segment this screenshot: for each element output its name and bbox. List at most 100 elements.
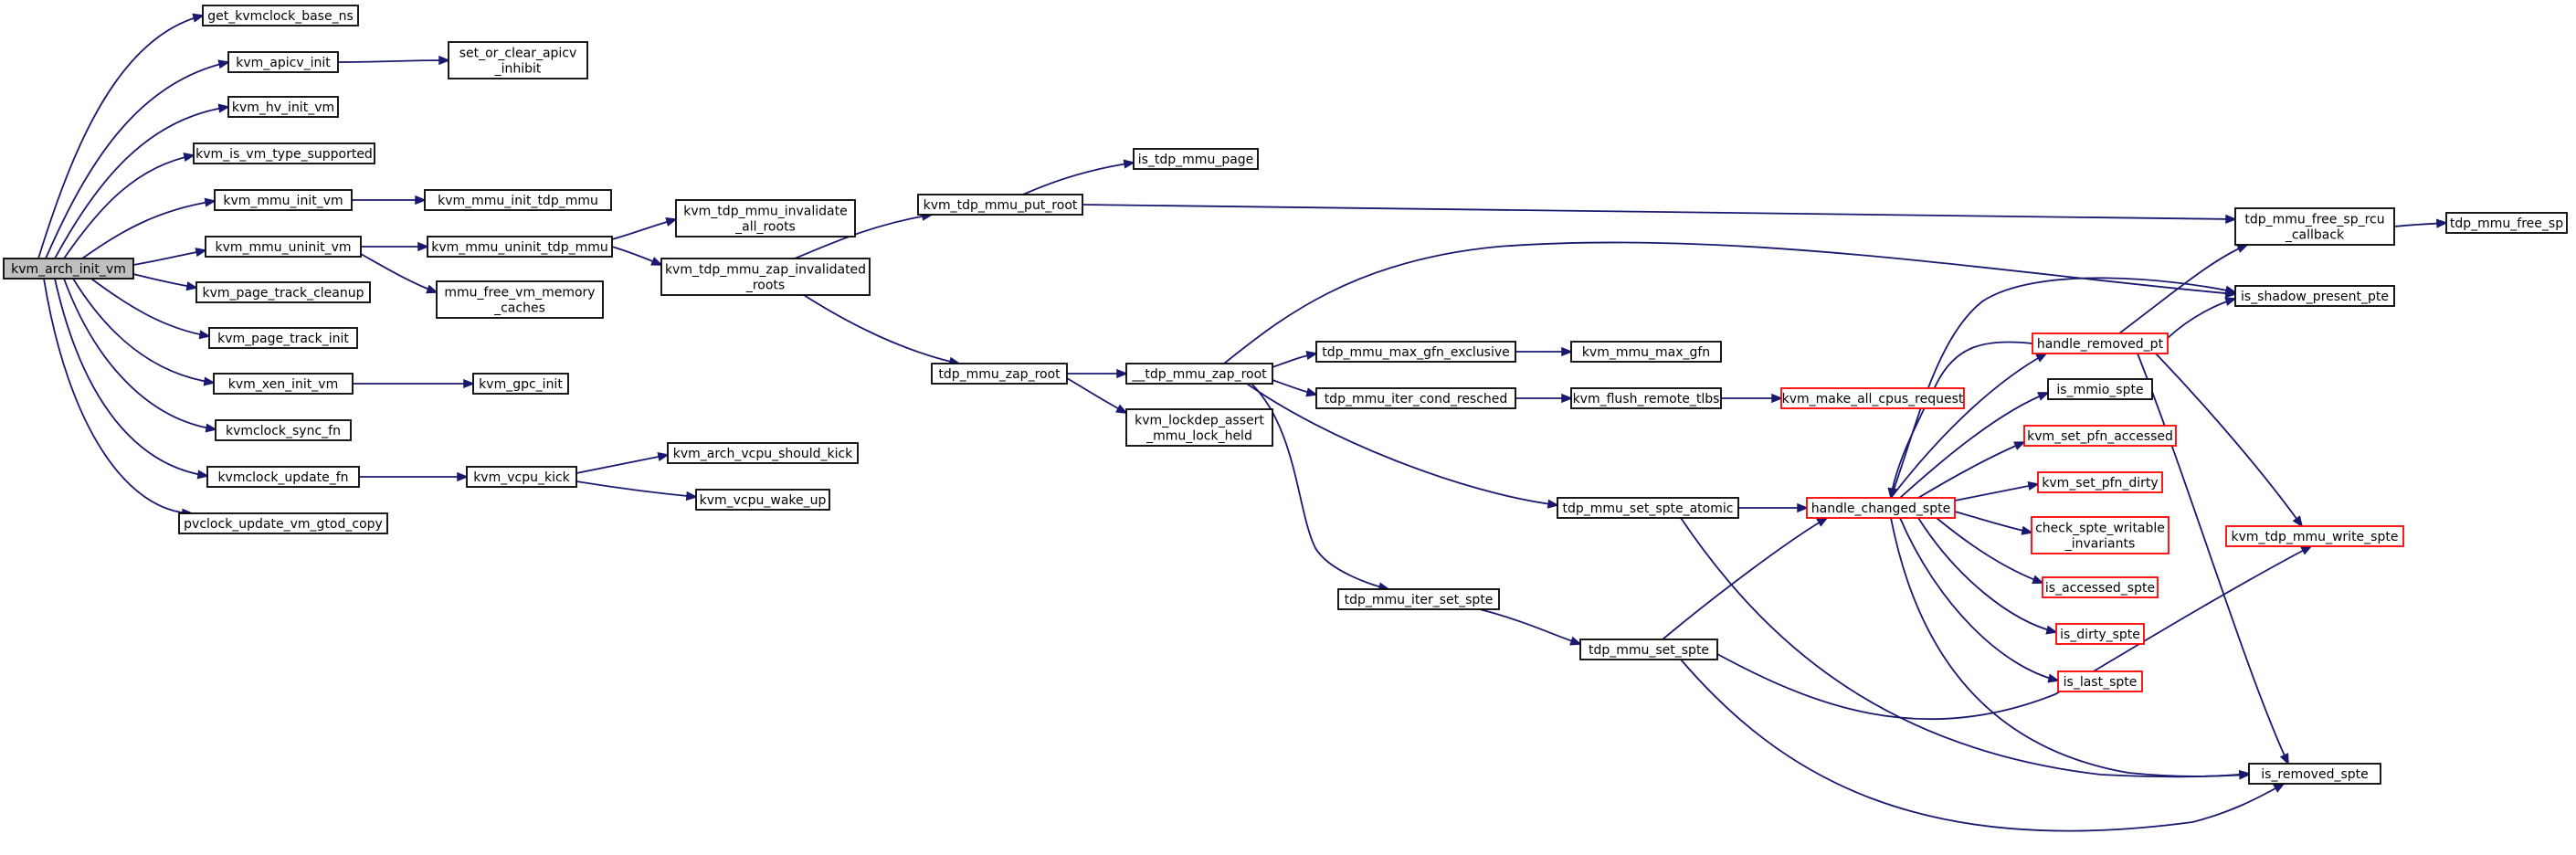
node-kvm-xen-init-vm[interactable]: kvm_xen_init_vm [213, 373, 354, 395]
node-label: set_or_clear_apicv [459, 47, 577, 61]
node-tdp-mmu-free-sp[interactable]: tdp_mmu_free_sp [2445, 212, 2568, 234]
node-label: tdp_mmu_zap_root [938, 367, 1061, 382]
node-tdp-mmu-set-spte[interactable]: tdp_mmu_set_spte [1579, 639, 1718, 660]
node-kvmclock-sync-fn[interactable]: kvmclock_sync_fn [215, 419, 352, 441]
node-kvm-make-all-cpus-request[interactable]: kvm_make_all_cpus_request [1780, 387, 1965, 409]
node-label: is_removed_spte [2261, 767, 2369, 782]
node-kvm-hv-init-vm[interactable]: kvm_hv_init_vm [227, 96, 339, 118]
edge-kvm_vcpu_kick-to-kvm_arch_vcpu_should_kick [575, 452, 670, 474]
node-label: get_kvmclock_base_ns [207, 9, 354, 24]
edge-kvm_tdp_mmu_put_root-to-is_tdp_mmu_page [1022, 159, 1135, 195]
node-kvm-mmu-init-vm[interactable]: kvm_mmu_init_vm [214, 189, 353, 211]
edge-handle_changed_spte-to-is_mmio_spte [1899, 392, 2050, 499]
node-kvm-gpc-init[interactable]: kvm_gpc_init [472, 373, 569, 395]
node-label: kvm_vcpu_kick [473, 470, 570, 485]
node-kvm-mmu-uninit-vm[interactable]: kvm_mmu_uninit_vm [205, 236, 362, 258]
edge-tdp_mmu_iter_set_spte-to-tdp_mmu_set_spte [1479, 608, 1582, 646]
node-get-kvmclock-base-ns[interactable]: get_kvmclock_base_ns [202, 5, 359, 26]
edge-tdp_mmu_set_spte-to-is_removed_spte [1680, 659, 2286, 832]
node-handle-removed-pt[interactable]: handle_removed_pt [2032, 332, 2169, 354]
node-kvm-page-track-init[interactable]: kvm_page_track_init [208, 327, 358, 349]
node-kvm-is-vm-type-supported[interactable]: kvm_is_vm_type_supported [193, 142, 375, 164]
node-label: kvm_xen_init_vm [228, 377, 338, 392]
node-label: kvm_mmu_uninit_vm [216, 240, 352, 255]
node-kvm-mmu-init-tdp-mmu[interactable]: kvm_mmu_init_tdp_mmu [424, 189, 612, 211]
edge-handle_changed_spte-to-is_accessed_spte [1936, 517, 2044, 585]
edge-handle_changed_spte-to-check_spte_writable_invariants [1954, 511, 2033, 535]
node-label: _callback [2285, 228, 2345, 243]
edge-kvm_arch_init_vm-to-kvm_page_track_cleanup [132, 273, 198, 291]
node-kvm-arch-init-vm[interactable]: kvm_arch_init_vm [3, 258, 134, 280]
node-is-tdp-mmu-page[interactable]: is_tdp_mmu_page [1133, 148, 1259, 170]
node-tdp-mmu-zap-root[interactable]: tdp_mmu_zap_root [931, 363, 1068, 385]
node-is-dirty-spte[interactable]: is_dirty_spte [2055, 623, 2145, 645]
node-kvm-tdp-mmu-put-root[interactable]: kvm_tdp_mmu_put_root [917, 194, 1083, 216]
edge-kvm_arch_init_vm-to-kvm_mmu_init_vm [81, 197, 216, 259]
node-tdp-mmu-max-gfn-exclusive[interactable]: tdp_mmu_max_gfn_exclusive [1315, 341, 1516, 363]
node-label: handle_removed_pt [2037, 337, 2164, 352]
node-label: tdp_mmu_max_gfn_exclusive [1322, 345, 1510, 360]
edge-handle_changed_spte-to-is_dirty_spte [1917, 517, 2058, 635]
node-label: kvmclock_update_fn [217, 470, 348, 485]
edge-kvm_arch_init_vm-to-kvm_apicv_init [45, 59, 230, 259]
node-kvm-tdp-mmu-invalidate-all-roots[interactable]: kvm_tdp_mmu_invalidate_all_roots [675, 199, 856, 238]
node-kvm-vcpu-kick[interactable]: kvm_vcpu_kick [466, 466, 577, 488]
edge-__tdp_mmu_zap_root-to-tdp_mmu_set_spte_atomic [1246, 383, 1560, 509]
node-label: kvm_set_pfn_accessed [2027, 429, 2173, 444]
edge-tdp_mmu_free_sp_rcu_callback-to-tdp_mmu_free_sp [2393, 218, 2449, 228]
node-check-spte-writable-invariants[interactable]: check_spte_writable_invariants [2031, 516, 2170, 554]
node-label: is_tdp_mmu_page [1138, 153, 1254, 167]
node-label: _inhibit [494, 62, 542, 77]
node---tdp-mmu-zap-root[interactable]: __tdp_mmu_zap_root [1125, 363, 1273, 385]
node-label: kvm_tdp_mmu_invalidate [683, 205, 847, 219]
node-tdp-mmu-free-sp-rcu-callback[interactable]: tdp_mmu_free_sp_rcu_callback [2234, 207, 2395, 246]
node-mmu-free-vm-memory-caches[interactable]: mmu_free_vm_memory_caches [436, 280, 604, 319]
node-label: kvm_mmu_uninit_tdp_mmu [431, 240, 607, 255]
edge-kvm_vcpu_kick-to-kvm_vcpu_wake_up [575, 480, 699, 501]
node-kvm-lockdep-assert-mmu-lock-held[interactable]: kvm_lockdep_assert_mmu_lock_held [1125, 408, 1273, 447]
node-is-mmio-spte[interactable]: is_mmio_spte [2047, 378, 2153, 400]
node-set-or-clear-apicv-inhibit[interactable]: set_or_clear_apicv_inhibit [448, 41, 588, 79]
node-kvm-page-track-cleanup[interactable]: kvm_page_track_cleanup [195, 281, 371, 303]
edge-handle_changed_spte-to-kvm_set_pfn_accessed [1917, 441, 2026, 499]
node-label: kvm_arch_init_vm [11, 262, 126, 277]
node-pvclock-update-vm-gtod-copy[interactable]: pvclock_update_vm_gtod_copy [178, 512, 388, 534]
edge-kvm_mmu_uninit_tdp_mmu-to-kvm_tdp_mmu_zap_invalidated_roots [611, 246, 663, 266]
node-kvm-set-pfn-dirty[interactable]: kvm_set_pfn_dirty [2037, 471, 2163, 493]
node-is-removed-spte[interactable]: is_removed_spte [2248, 763, 2381, 785]
node-tdp-mmu-set-spte-atomic[interactable]: tdp_mmu_set_spte_atomic [1557, 497, 1739, 519]
node-is-shadow-present-pte[interactable]: is_shadow_present_pte [2234, 285, 2395, 307]
node-label: kvm_page_track_init [217, 332, 349, 346]
edge-tdp_mmu_zap_root-to-kvm_lockdep_assert_mmu_lock_held [1066, 377, 1128, 414]
node-tdp-mmu-iter-set-spte[interactable]: tdp_mmu_iter_set_spte [1337, 588, 1500, 610]
node-kvmclock-update-fn[interactable]: kvmclock_update_fn [206, 466, 360, 488]
edge-kvm_arch_init_vm-to-kvmclock_sync_fn [63, 278, 217, 433]
edge-__tdp_mmu_zap_root-to-tdp_mmu_iter_cond_resched [1272, 379, 1318, 397]
node-kvm-set-pfn-accessed[interactable]: kvm_set_pfn_accessed [2023, 425, 2177, 447]
node-kvm-apicv-init[interactable]: kvm_apicv_init [227, 51, 339, 73]
node-kvm-arch-vcpu-should-kick[interactable]: kvm_arch_vcpu_should_kick [667, 442, 859, 464]
edge-kvm_tdp_mmu_put_root-to-tdp_mmu_free_sp_rcu_callback [1082, 204, 2238, 224]
node-label: tdp_mmu_free_sp [2450, 216, 2563, 231]
edge-tdp_mmu_set_spte-to-kvm_tdp_mmu_write_spte [1716, 545, 2313, 721]
node-kvm-tdp-mmu-zap-invalidated-roots[interactable]: kvm_tdp_mmu_zap_invalidated_roots [660, 258, 871, 296]
node-handle-changed-spte[interactable]: handle_changed_spte [1806, 497, 1956, 519]
edge-kvm_tdp_mmu_zap_invalidated_roots-to-tdp_mmu_zap_root [803, 294, 961, 366]
node-label: kvm_arch_vcpu_should_kick [673, 447, 853, 461]
node-kvm-tdp-mmu-write-spte[interactable]: kvm_tdp_mmu_write_spte [2225, 525, 2404, 547]
node-kvm-mmu-uninit-tdp-mmu[interactable]: kvm_mmu_uninit_tdp_mmu [427, 236, 613, 258]
node-label: _caches [493, 301, 545, 316]
node-label: pvclock_update_vm_gtod_copy [184, 517, 383, 532]
edge-tdp_mmu_max_gfn_exclusive-to-kvm_mmu_max_gfn [1515, 346, 1574, 357]
node-kvm-flush-remote-tlbs[interactable]: kvm_flush_remote_tlbs [1570, 387, 1722, 409]
node-tdp-mmu-iter-cond-resched[interactable]: tdp_mmu_iter_cond_resched [1315, 387, 1516, 409]
node-kvm-vcpu-wake-up[interactable]: kvm_vcpu_wake_up [695, 489, 830, 511]
node-label: tdp_mmu_iter_set_spte [1345, 593, 1494, 607]
edge-kvm_flush_remote_tlbs-to-kvm_make_all_cpus_request [1721, 393, 1784, 404]
edge-kvm_arch_init_vm-to-kvmclock_update_fn [54, 278, 209, 480]
node-is-accessed-spte[interactable]: is_accessed_spte [2042, 576, 2159, 598]
node-kvm-mmu-max-gfn[interactable]: kvm_mmu_max_gfn [1570, 341, 1722, 363]
node-label: kvm_make_all_cpus_request [1782, 392, 1964, 406]
node-is-last-spte[interactable]: is_last_spte [2057, 670, 2143, 692]
nodes-layer: kvm_arch_init_vm get_kvmclock_base_ns kvm_… [3, 5, 2568, 785]
